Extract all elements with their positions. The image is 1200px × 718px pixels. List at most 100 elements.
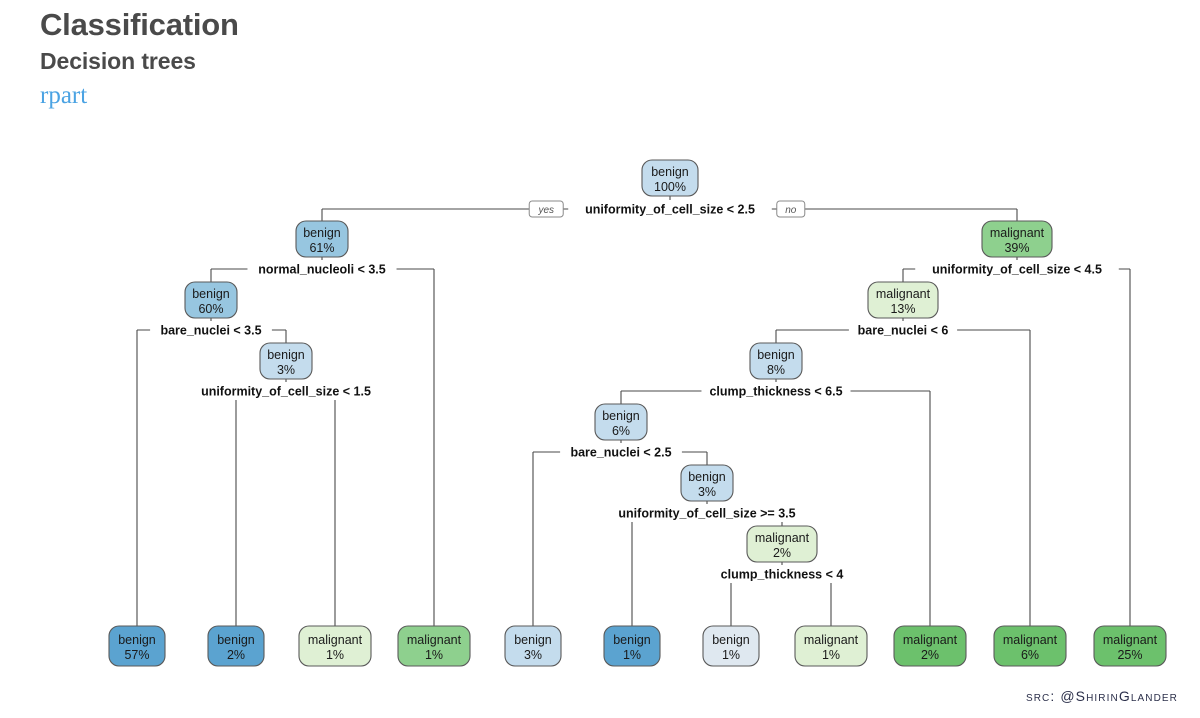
no-branch-box bbox=[776, 200, 806, 218]
node-class-label: malignant bbox=[308, 633, 363, 647]
node-class-label: benign bbox=[757, 348, 795, 362]
source-credit: src: @ShirinGlander bbox=[1025, 688, 1178, 704]
node-box bbox=[1093, 625, 1167, 667]
split-label-bg bbox=[915, 260, 1119, 278]
split-condition: bare_nuclei < 6 bbox=[858, 324, 949, 338]
node-box bbox=[259, 342, 313, 380]
node-percent-label: 2% bbox=[227, 648, 245, 662]
node-percent-label: 1% bbox=[822, 648, 840, 662]
split-label-bg bbox=[848, 321, 958, 339]
node-class-label: malignant bbox=[1103, 633, 1158, 647]
node-percent-label: 1% bbox=[425, 648, 443, 662]
split-condition: normal_nucleoli < 3.5 bbox=[258, 263, 386, 277]
node-percent-label: 25% bbox=[1117, 648, 1142, 662]
node-class-label: benign bbox=[217, 633, 255, 647]
node-class-label: malignant bbox=[990, 226, 1045, 240]
node-percent-label: 6% bbox=[612, 424, 630, 438]
node-class-label: benign bbox=[651, 165, 689, 179]
page-subtitle: Decision trees bbox=[40, 47, 196, 74]
node-box bbox=[641, 159, 699, 197]
node-box bbox=[504, 625, 562, 667]
split-label-bg bbox=[701, 382, 851, 400]
node-percent-label: 100% bbox=[654, 180, 686, 194]
node-percent-label: 60% bbox=[198, 302, 223, 316]
node-percent-label: 61% bbox=[309, 241, 334, 255]
node-box bbox=[993, 625, 1067, 667]
page-title: Classification bbox=[40, 7, 239, 42]
node-class-label: benign bbox=[602, 409, 640, 423]
split-condition: uniformity_of_cell_size < 1.5 bbox=[201, 385, 371, 399]
node-percent-label: 3% bbox=[698, 485, 716, 499]
node-box bbox=[749, 342, 803, 380]
node-box bbox=[207, 625, 265, 667]
node-box bbox=[794, 625, 868, 667]
node-class-label: benign bbox=[613, 633, 651, 647]
split-label-bg bbox=[247, 260, 397, 278]
split-condition: uniformity_of_cell_size < 2.5 bbox=[585, 203, 755, 217]
node-box bbox=[867, 281, 939, 319]
node-percent-label: 8% bbox=[767, 363, 785, 377]
split-condition: bare_nuclei < 2.5 bbox=[570, 446, 671, 460]
node-box bbox=[594, 403, 648, 441]
node-class-label: malignant bbox=[804, 633, 859, 647]
node-percent-label: 3% bbox=[524, 648, 542, 662]
split-condition: uniformity_of_cell_size >= 3.5 bbox=[618, 507, 795, 521]
node-percent-label: 13% bbox=[890, 302, 915, 316]
tree-split-labels: uniformity_of_cell_size < 2.5 yes no normal… bbox=[150, 200, 1119, 583]
node-box bbox=[893, 625, 967, 667]
yes-branch-label: yes bbox=[537, 205, 554, 216]
slide-header: Classification Decision trees rpart bbox=[40, 6, 239, 112]
node-class-label: malignant bbox=[755, 531, 810, 545]
node-box bbox=[397, 625, 471, 667]
split-label-bg bbox=[150, 321, 272, 339]
node-class-label: malignant bbox=[876, 287, 931, 301]
node-class-label: benign bbox=[118, 633, 156, 647]
node-box bbox=[702, 625, 760, 667]
split-condition: bare_nuclei < 3.5 bbox=[160, 324, 261, 338]
node-class-label: malignant bbox=[407, 633, 462, 647]
node-percent-label: 3% bbox=[277, 363, 295, 377]
node-percent-label: 2% bbox=[773, 546, 791, 560]
node-percent-label: 6% bbox=[1021, 648, 1039, 662]
node-percent-label: 1% bbox=[326, 648, 344, 662]
node-class-label: benign bbox=[688, 470, 726, 484]
node-percent-label: 2% bbox=[921, 648, 939, 662]
split-label-bg bbox=[560, 443, 682, 461]
node-class-label: malignant bbox=[903, 633, 958, 647]
split-label-bg bbox=[601, 504, 813, 522]
split-label-bg bbox=[568, 200, 772, 218]
node-percent-label: 1% bbox=[623, 648, 641, 662]
node-class-label: benign bbox=[192, 287, 230, 301]
node-percent-label: 1% bbox=[722, 648, 740, 662]
node-box bbox=[981, 220, 1053, 258]
node-box bbox=[746, 525, 818, 563]
yes-branch-box bbox=[528, 200, 564, 218]
node-class-label: benign bbox=[303, 226, 341, 240]
no-branch-label: no bbox=[785, 205, 797, 216]
node-class-label: benign bbox=[267, 348, 305, 362]
node-class-label: benign bbox=[712, 633, 750, 647]
split-label-bg bbox=[714, 565, 850, 583]
